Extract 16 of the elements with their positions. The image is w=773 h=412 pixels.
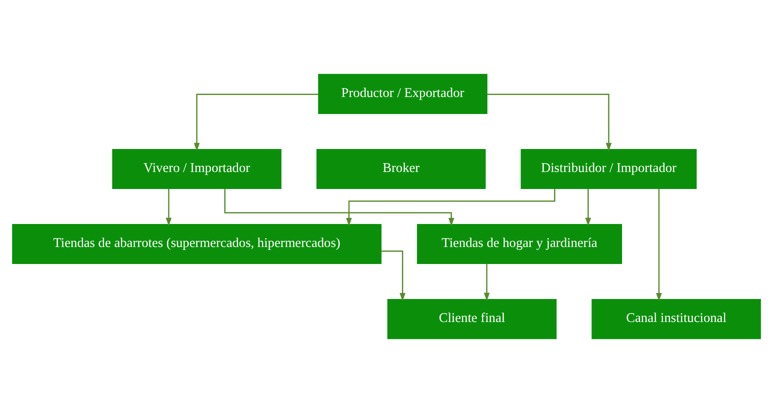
- node-box: Distribuidor / Importador: [520, 148, 697, 188]
- arrow: [484, 263, 490, 301]
- arrow: [224, 188, 454, 226]
- arrow: [585, 188, 592, 226]
- arrow: [656, 188, 662, 301]
- arrow: [166, 188, 172, 226]
- arrow: [487, 93, 612, 151]
- node-box: Cliente final: [387, 298, 557, 339]
- node-box: Tiendas de abarrotes (supermercados, hipermercados): [12, 224, 382, 264]
- node-box: Productor / Exportador: [318, 73, 488, 114]
- arrow: [194, 93, 318, 151]
- node-box: Broker: [316, 148, 486, 188]
- node-box: Vivero / Importador: [112, 148, 282, 188]
- node-box: Canal institucional: [592, 298, 761, 339]
- node-box: Tiendas de hogar y jardinería: [416, 224, 622, 264]
- arrow: [381, 250, 406, 301]
